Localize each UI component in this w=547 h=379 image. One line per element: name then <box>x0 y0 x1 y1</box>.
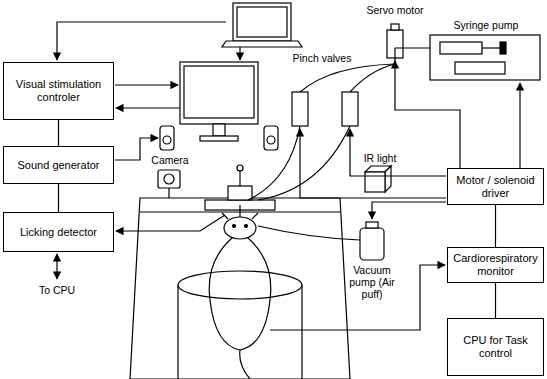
box-label: Sound generator <box>14 157 104 174</box>
connector-line <box>495 205 496 247</box>
part-label: IR light <box>364 152 397 164</box>
part-label: Servo motor <box>366 4 423 16</box>
box-label: Licking detector <box>16 224 101 241</box>
box-label: Cardiorespiratory monitor <box>448 250 543 280</box>
block-box: Motor / solenoid driver <box>447 168 544 205</box>
part-label: Syringe pump <box>454 19 519 31</box>
connector-line <box>495 283 496 318</box>
part-label: To CPU <box>39 284 75 296</box>
box-label: Visual stimulation controler <box>4 76 113 106</box>
block-box: Cardiorespiratory monitor <box>447 247 544 283</box>
block-box: Visual stimulation controler <box>3 62 114 120</box>
part-label: Pinch valves <box>293 52 352 64</box>
box-label: Motor / solenoid driver <box>448 172 543 202</box>
box-label: CPU for Task control <box>448 332 543 362</box>
block-box: Sound generator <box>3 146 114 184</box>
block-box: Licking detector <box>3 212 114 252</box>
block-box: CPU for Task control <box>447 318 544 376</box>
part-label: Camera <box>151 154 188 166</box>
connector-line <box>58 184 59 212</box>
part-label: Vacuum pump (Air puff) <box>343 264 401 300</box>
connector-line <box>58 120 59 146</box>
